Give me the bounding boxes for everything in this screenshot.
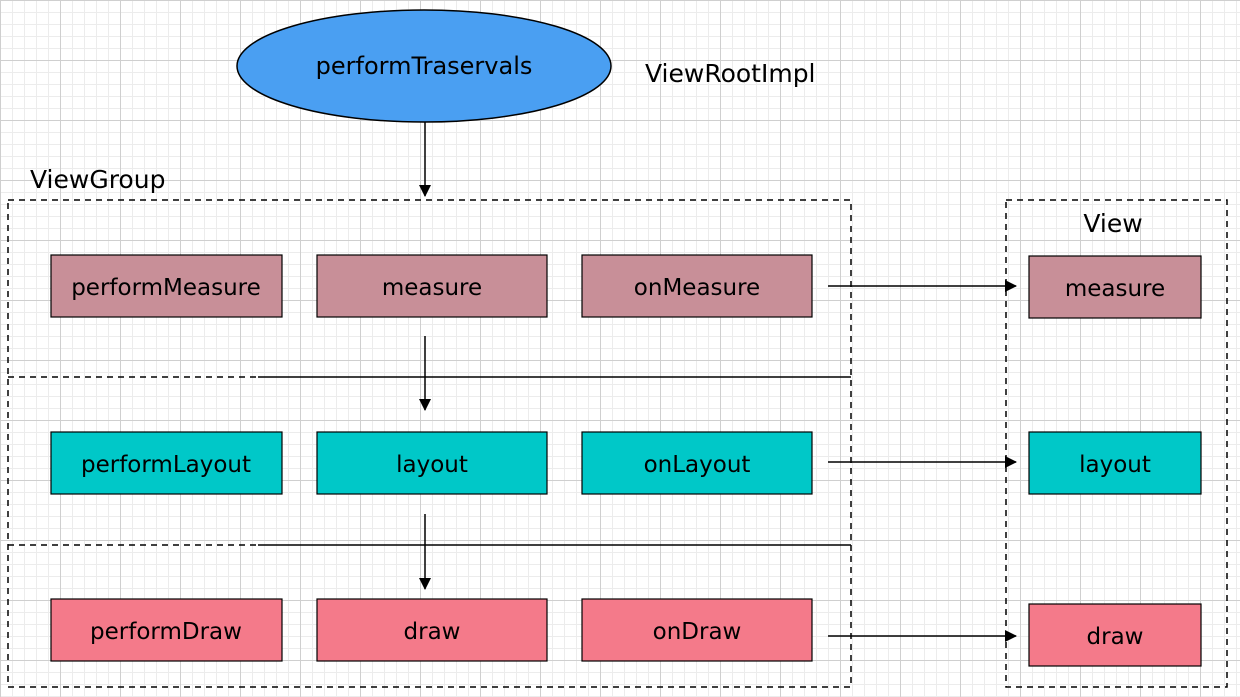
- on-measure-box: [581, 254, 813, 318]
- measure-box: [316, 254, 548, 318]
- perform-measure-label: performMeasure: [71, 275, 261, 301]
- view-measure-label: measure: [1065, 276, 1165, 302]
- on-layout-label: onLayout: [644, 452, 751, 478]
- on-measure-label: onMeasure: [634, 275, 760, 301]
- viewgroup-label: ViewGroup: [30, 165, 165, 194]
- draw-row: performDraw draw onDraw: [50, 598, 813, 662]
- perform-layout-label: performLayout: [81, 452, 251, 478]
- view-draw-label: draw: [1087, 624, 1144, 650]
- root-ellipse: [236, 9, 612, 123]
- view-measure-box: [1028, 255, 1202, 319]
- layout-row: performLayout layout onLayout: [50, 431, 813, 495]
- view-container: [1005, 199, 1228, 688]
- viewgroup-container: [7, 199, 852, 688]
- view-label: View: [1083, 209, 1142, 238]
- draw-box: [316, 598, 548, 662]
- measure-row: performMeasure measure onMeasure: [50, 254, 813, 318]
- measure-label: measure: [382, 275, 482, 301]
- perform-measure-box: [50, 254, 283, 318]
- on-draw-label: onDraw: [653, 619, 742, 645]
- root-class-label: ViewRootImpl: [645, 59, 816, 88]
- draw-label: draw: [404, 619, 461, 645]
- perform-layout-box: [50, 431, 283, 495]
- layout-box: [316, 431, 548, 495]
- root-method-label: performTraservals: [316, 52, 533, 80]
- layout-label: layout: [396, 452, 468, 478]
- view-draw-box: [1028, 603, 1202, 667]
- on-draw-box: [581, 598, 813, 662]
- perform-draw-label: performDraw: [90, 619, 242, 645]
- view-layout-box: [1028, 431, 1202, 495]
- perform-draw-box: [50, 598, 283, 662]
- on-layout-box: [581, 431, 813, 495]
- view-layout-label: layout: [1079, 452, 1151, 478]
